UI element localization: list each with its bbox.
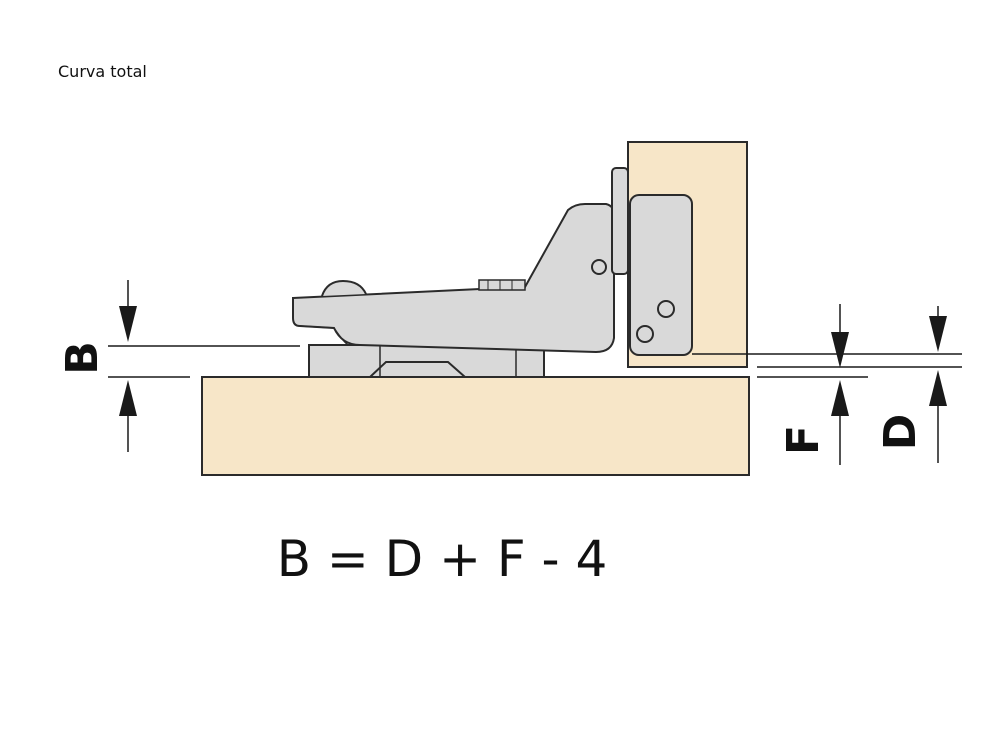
cabinet-side-panel — [201, 376, 750, 476]
dimension-b-arrow-up — [119, 380, 137, 416]
hinge-cup — [629, 194, 693, 356]
dimension-f — [692, 304, 962, 465]
dimension-d-arrow-up — [929, 370, 947, 406]
diagram-caption: Curva total — [58, 62, 147, 81]
dimension-d-arrow-down — [929, 316, 947, 352]
dimension-f-arrow-up — [831, 380, 849, 416]
dimension-f-label: F — [778, 425, 829, 455]
dimension-d-label: D — [875, 414, 926, 451]
cup-screw-hole-1 — [657, 300, 675, 318]
arm-pivot-hole — [591, 259, 607, 275]
mounting-plate — [308, 344, 545, 378]
cup-screw-hole-2 — [636, 325, 654, 343]
dimension-b-arrow-down — [119, 306, 137, 342]
dimension-b-label: B — [57, 341, 108, 375]
adjustment-screw — [478, 279, 526, 291]
dimension-b — [108, 280, 300, 452]
hinge-arm — [292, 167, 629, 354]
hinge-flange — [611, 167, 629, 275]
dimension-f-arrow-down — [831, 332, 849, 368]
formula-text: B = D + F - 4 — [277, 530, 608, 588]
